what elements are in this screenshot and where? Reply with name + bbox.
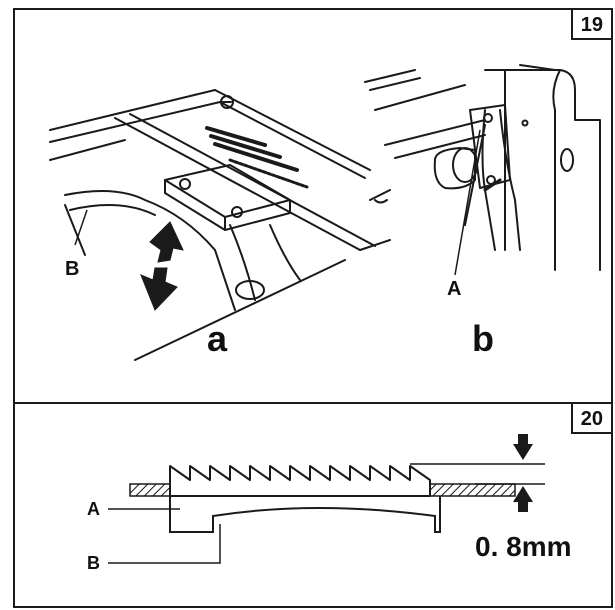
subfigure-label-a: a	[207, 318, 228, 359]
up-down-arrow-icon	[140, 221, 184, 311]
dimension-arrows-icon	[513, 434, 533, 512]
label-B: B	[65, 258, 80, 280]
feed-mechanism-drawing	[364, 64, 601, 271]
measurement-label: 0. 8mm	[475, 531, 572, 562]
subfigure-label-b: b	[472, 318, 494, 359]
figure-20-illustration	[108, 434, 545, 564]
figure-number-19: 19	[570, 8, 613, 40]
figure-19-illustration	[49, 64, 601, 361]
needle-plate-drawing	[49, 89, 391, 361]
label-A: A	[87, 499, 100, 519]
leader-line-B	[74, 209, 88, 246]
figure-19-panel: 19	[13, 8, 613, 404]
label-B: B	[87, 553, 100, 573]
figure-20-panel: 20 A B 0. 8mm	[13, 402, 613, 608]
feed-dog-body	[169, 496, 441, 533]
label-A: A	[447, 278, 462, 300]
feed-dog-teeth	[169, 465, 431, 497]
feed-dog-teeth	[205, 126, 299, 172]
leader-line-A	[454, 129, 481, 276]
leader-line-B	[108, 524, 221, 564]
figure-number-20: 20	[570, 402, 613, 434]
